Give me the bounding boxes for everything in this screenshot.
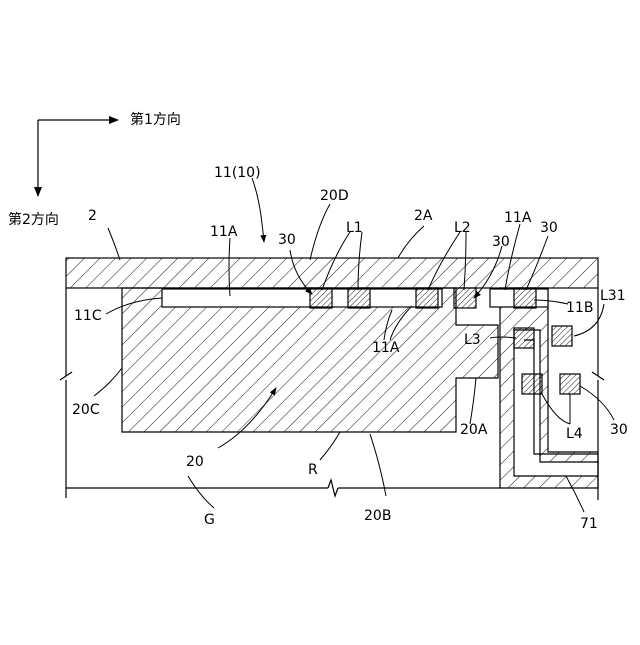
leader-2 [108,228,120,260]
first-direction-label: 第1方向 [130,111,181,128]
label-11A-mid: 11A [372,340,400,356]
label-30-c: 30 [540,220,558,236]
board-top-band [66,258,598,288]
leader-30-d [580,386,614,420]
label-20A: 20A [460,422,488,438]
label-L31: L31 [600,288,626,304]
label-2A: 2A [414,208,433,224]
leader-2A [398,226,424,258]
element-L4 [522,374,542,394]
element-30-c [514,288,536,308]
element-L1-right [348,288,370,308]
label-20C: 20C [72,402,100,418]
label-L3: L3 [464,332,481,348]
label-71: 71 [580,516,598,532]
element-L2 [416,288,438,308]
label-G: G [204,512,215,528]
label-11C: 11C [74,308,102,324]
leader-20D [310,204,330,260]
label-11-10: 11(10) [214,165,261,181]
label-11B: 11B [566,300,593,316]
leader-G [188,476,214,508]
leader-20C [94,368,122,396]
label-11A-left: 11A [210,224,238,240]
ground-break-mark [328,480,338,496]
leader-11-10 [252,178,264,242]
element-30-d [560,374,580,394]
label-L2: L2 [454,220,471,236]
element-30-b [454,288,476,308]
label-20: 20 [186,454,204,470]
region-20 [122,288,498,432]
label-30-b: 30 [492,234,510,250]
second-direction-label: 第2方向 [8,211,59,228]
label-20D: 20D [320,188,349,204]
leader-20A [470,378,476,424]
element-30-a [310,288,332,308]
element-L3 [514,328,534,348]
element-L31 [552,326,572,346]
label-30-d: 30 [610,422,628,438]
label-11A-right: 11A [504,210,532,226]
leader-20B [370,434,386,496]
label-L1: L1 [346,220,363,236]
label-R: R [308,462,318,478]
label-L4: L4 [566,426,583,442]
label-2: 2 [88,208,97,224]
slot-11a [162,289,442,307]
label-30-a: 30 [278,232,296,248]
leader-R [320,432,340,460]
label-20B: 20B [364,508,391,524]
